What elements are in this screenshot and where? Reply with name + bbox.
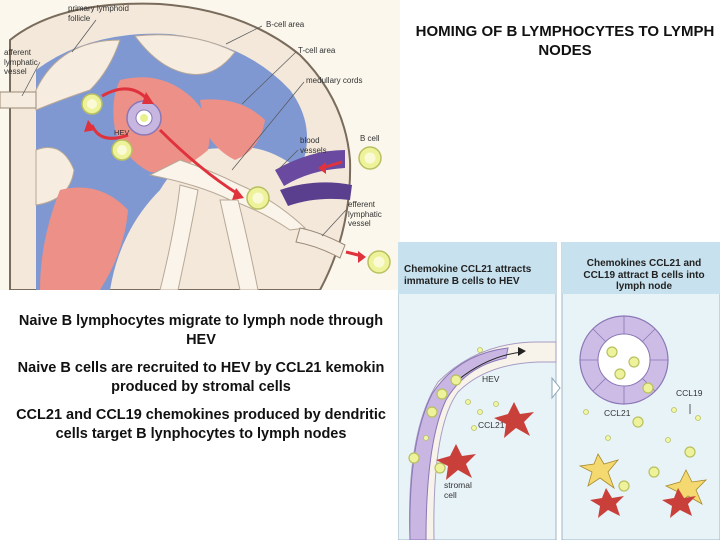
stromal-cell-icon	[436, 402, 534, 480]
label-left-hev: HEV	[482, 374, 500, 384]
label-b-cell: B cell	[360, 134, 380, 143]
label-hev: HEV	[114, 128, 130, 137]
bullet-2: Naive B cells are recruited to HEV by CC…	[17, 360, 385, 395]
label-afferent-vessel: afferent lymphatic vessel	[4, 48, 38, 76]
hev-wall	[409, 347, 509, 540]
label-t-cell-area: T-cell area	[298, 46, 336, 55]
label-right-ccl19: CCL19	[676, 388, 703, 398]
label-b-cell-area: B-cell area	[266, 20, 305, 29]
chemokine-panels: Chemokine CCL21 attracts immature B cell…	[398, 242, 720, 540]
label-blood-vessels: blood vessels	[300, 136, 327, 155]
bullet-1: Naive B lymphocytes migrate to lymph nod…	[18, 313, 384, 348]
chemokine-illustration	[398, 242, 720, 540]
bullet-3: CCL21 and CCL19 chemokines produced by d…	[16, 407, 386, 442]
page-title: HOMING OF B LYMPHOCYTES TO LYMPH NODES	[415, 23, 715, 59]
label-medullary-cords: medullary cords	[306, 76, 363, 85]
adhering-b-cells	[408, 374, 462, 474]
panel-left-title: Chemokine CCL21 attracts immature B cell…	[404, 264, 532, 287]
bullet-list: Naive B lymphocytes migrate to lymph nod…	[6, 312, 396, 453]
lymph-node-illustration	[0, 2, 391, 290]
dendritic-cell-icon	[578, 453, 708, 507]
label-right-ccl21: CCL21	[604, 408, 631, 418]
label-primary-follicle: primary lymphoid follicle	[68, 4, 129, 23]
panel-right-title: Chemokines CCL21 and CCL19 attract B cel…	[583, 258, 705, 292]
label-left-ccl21: CCL21	[478, 420, 505, 430]
b-cell-diagram	[81, 93, 391, 274]
label-stromal-cell: stromal cell	[444, 480, 472, 500]
lymph-node-diagram: primary lymphoid follicle afferent lymph…	[0, 0, 400, 290]
label-efferent-vessel: efferent lymphatic vessel	[348, 200, 382, 228]
